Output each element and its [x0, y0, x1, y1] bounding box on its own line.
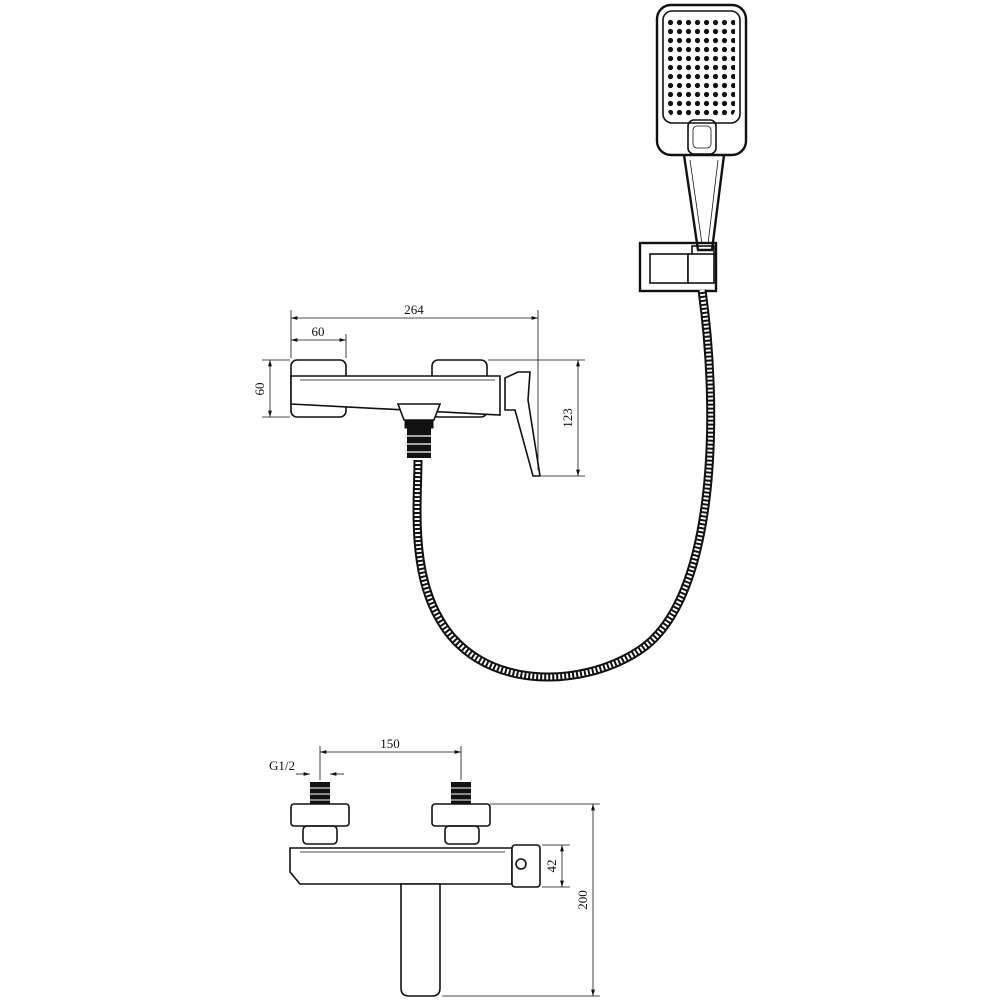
dim-flange-height: 60	[252, 383, 267, 396]
dim-flange-width: 60	[312, 324, 325, 339]
mixer-top-view	[289, 782, 541, 997]
dim-handle-depth: 42	[544, 860, 559, 873]
handle-cap	[515, 858, 527, 870]
right-nut	[444, 825, 480, 845]
bracket-clip	[687, 253, 715, 284]
dim-total-depth: 200	[575, 890, 590, 910]
hand-shower	[655, 3, 748, 257]
top-body	[289, 847, 513, 885]
mixer-body	[290, 375, 501, 416]
outlet-nut	[404, 419, 434, 429]
shower-head-outer	[655, 3, 748, 157]
dim-inlet-spacing: 150	[380, 736, 400, 751]
right-inlet-thread	[451, 782, 471, 804]
shower-handle	[682, 154, 726, 252]
dim-total-width: 264	[404, 302, 424, 317]
left-inlet-thread	[310, 782, 330, 804]
hose-connector	[407, 428, 431, 458]
shower-head-face	[662, 10, 741, 124]
left-top-flange	[290, 803, 350, 827]
hose-outlet	[396, 403, 442, 421]
spray-mode-button	[687, 119, 717, 155]
left-nut	[302, 825, 338, 845]
top-view-dimensions: 150 G1/2 42 200	[269, 736, 600, 997]
shower-hose	[412, 289, 716, 682]
mixer-front-view	[290, 359, 541, 477]
right-top-flange	[431, 803, 491, 827]
wall-holder-bracket	[638, 241, 718, 293]
dim-side-height: 123	[560, 408, 575, 428]
shower-handle-highlight	[689, 159, 719, 245]
spray-mode-button-inner	[692, 125, 712, 149]
top-spout	[400, 883, 441, 997]
dim-thread: G1/2	[269, 758, 295, 773]
mixer-lever	[504, 371, 541, 477]
front-view-dimensions: 264 60 60 123	[252, 302, 585, 477]
spray-nozzles	[668, 16, 735, 116]
bracket-inner	[649, 253, 689, 284]
bracket-outer	[638, 241, 718, 293]
